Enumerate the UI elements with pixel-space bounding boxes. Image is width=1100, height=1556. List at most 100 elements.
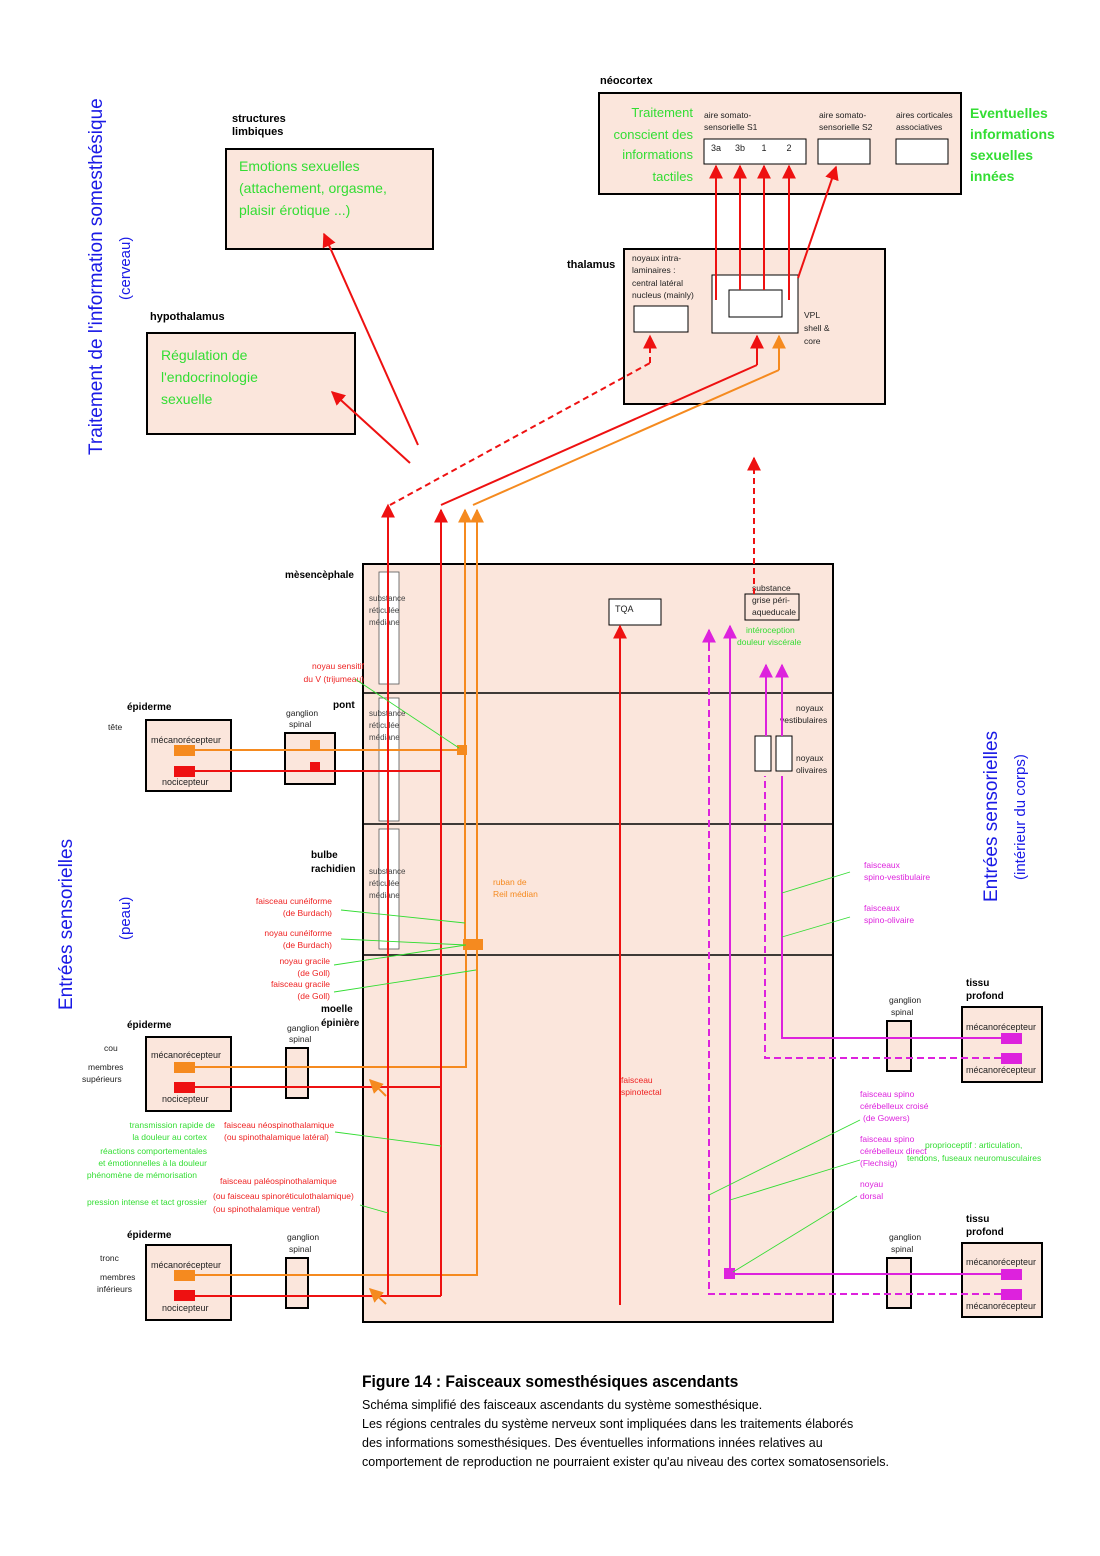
dorsal-label: noyau (860, 1179, 883, 1189)
intralaminar-line: noyaux intra- (632, 253, 681, 263)
caption-line: Les régions centrales du système nerveux… (362, 1417, 854, 1431)
neo-label: faisceau néospinothalamique (224, 1120, 334, 1130)
cuneiforme-f-label: (de Burdach) (283, 908, 332, 918)
reactions-note: réactions comportementales (100, 1146, 207, 1156)
proprio-note: tendons, fuseaux neuromusculaires (907, 1153, 1041, 1163)
leader (781, 871, 851, 894)
vpl-core-box (728, 289, 783, 318)
epiderme-trunk-box (145, 1244, 232, 1321)
proprio-note: proprioceptif : articulation, (925, 1140, 1022, 1150)
pont-label: pont (333, 700, 355, 711)
red-to-hypothalamus (330, 391, 411, 464)
pag-label: aqueducale (752, 607, 796, 617)
innate-text-line: Eventuelles (970, 105, 1048, 121)
orange-arrow-cord-upper (369, 1079, 387, 1097)
ganglion-deep-label: spinal (891, 1244, 913, 1254)
neocortex-green-right: Eventuelles informations sexuelles innée… (970, 105, 1055, 184)
ganglion-deep-upper (886, 1020, 912, 1072)
leader (340, 909, 466, 924)
caption-line: des informations somesthésiques. Des éve… (362, 1436, 823, 1450)
olivary-label: olivaires (796, 765, 827, 775)
deep-lower-group: tissu profond mécanorécepteur mécanoréce… (886, 1214, 1043, 1318)
trigeminal-label: du V (trijumeau) (304, 674, 365, 684)
caption-line: Schéma simplifié des faisceaux ascendant… (362, 1398, 763, 1412)
figure-caption: Figure 14 : Faisceaux somesthésiques asc… (362, 1372, 1062, 1472)
s1-label-line: sensorielle S1 (704, 122, 758, 132)
nociceptor-trunk (174, 1290, 195, 1301)
s1-area-3a: 3a (711, 143, 721, 153)
s2-label-line: aire somato- (819, 110, 866, 120)
body-side-label: Entrées sensorielles (981, 731, 1002, 902)
cortex-text-line: tactiles (653, 169, 694, 184)
ganglion-head-noci (310, 762, 320, 772)
deep-upper-group: tissu profond mécanorécepteur mécanoréce… (886, 978, 1043, 1083)
gracile-f-label: (de Goll) (297, 991, 330, 1001)
skin-side-sublabel: (peau) (117, 897, 134, 940)
skin-head-group: épiderme tête mécanorécepteur nocicepteu… (108, 702, 336, 792)
brain-side-label: Traitement de l'information somesthésiqu… (86, 98, 107, 455)
neo-to-thalamus (440, 364, 758, 506)
ruban-label: Reil médian (493, 889, 538, 899)
membres-inf-label: membres (100, 1272, 135, 1282)
leader (708, 1119, 861, 1196)
ganglion-neck-label: spinal (289, 1034, 311, 1044)
membres-sup-label: supérieurs (82, 1074, 122, 1084)
deep-mecano-label: mécanorécepteur (966, 1065, 1036, 1075)
deep-mecano-label: mécanorécepteur (966, 1022, 1036, 1032)
spinotectal-label: faisceau (621, 1075, 653, 1085)
spino-vest-label: spino-vestibulaire (864, 872, 930, 882)
nociceptor-head (174, 766, 195, 777)
pag-label: grise péri- (752, 595, 790, 605)
deep-receptor (1001, 1033, 1022, 1044)
cou-label: cou (104, 1043, 118, 1053)
body-side-sublabel: (intérieur du corps) (1012, 754, 1029, 880)
cortex-text-line: informations (622, 147, 693, 162)
flechsig-label: faisceau spino (860, 1134, 915, 1144)
tissu-upper-box (961, 1006, 1043, 1083)
ganglion-deep-label: ganglion (889, 1232, 921, 1242)
vpl-line: core (804, 336, 821, 346)
mecano-label: mécanorécepteur (151, 735, 221, 745)
s1-area-1: 1 (761, 143, 766, 153)
hypothalamus-box (146, 332, 356, 435)
olivary-nucleus (775, 735, 793, 772)
intralaminar-line: central latéral (632, 278, 683, 288)
ganglion-deep-label: spinal (891, 1007, 913, 1017)
orange-arrow-cord-lower (368, 1288, 387, 1305)
gracile-n-label: noyau gracile (279, 956, 330, 966)
trigeminal-label: noyau sensitif (312, 661, 365, 671)
bulbe-label: rachidien (311, 864, 355, 875)
cuneate-gracile-nucleus (463, 939, 483, 950)
paleo-label: faisceau paléospinothalamique (220, 1176, 337, 1186)
spino-vestibular-path (764, 776, 1001, 1059)
noci-label: nocicepteur (162, 1303, 209, 1313)
red-tracts (195, 164, 839, 1305)
cuneiforme-n-label: noyau cunéiforme (264, 928, 332, 938)
vpl-to-s2 (797, 165, 839, 279)
gowers-label: (de Gowers) (863, 1113, 910, 1123)
tronc-label: tronc (100, 1253, 120, 1263)
mechanoreceptor-trunk (174, 1270, 195, 1281)
leader (333, 944, 467, 966)
s2-label-line: sensorielle S2 (819, 122, 873, 132)
limbic-title: limbiques (232, 126, 283, 138)
rapid-note: transmission rapide de (129, 1120, 215, 1130)
epiderme-trunk-title: épiderme (127, 1230, 172, 1241)
epiderme-head-title: épiderme (127, 702, 172, 713)
tissu-upper-title: profond (966, 991, 1004, 1002)
leader (359, 1204, 389, 1214)
mesencephale-label: mèsencèphale (285, 570, 354, 581)
moelle-label: moelle (321, 1004, 353, 1015)
tete-label: tête (108, 722, 122, 732)
skin-trunk-group: épiderme tronc membres inférieurs mécano… (97, 1230, 319, 1321)
spinotectal-label: spinotectal (621, 1087, 662, 1097)
neocortex-title: néocortex (600, 75, 653, 87)
flechsig-label: (Flechsig) (860, 1158, 897, 1168)
skin-side-label: Entrées sensorielles (56, 839, 77, 1010)
figure-title: Figure 14 : Faisceaux somesthésiques asc… (362, 1372, 739, 1391)
olivary-label: noyaux (796, 753, 824, 763)
s1-box (703, 138, 807, 165)
mecano-label: mécanorécepteur (151, 1260, 221, 1270)
gowers-label: faisceau spino (860, 1089, 915, 1099)
bulbe-label: bulbe (311, 850, 338, 861)
